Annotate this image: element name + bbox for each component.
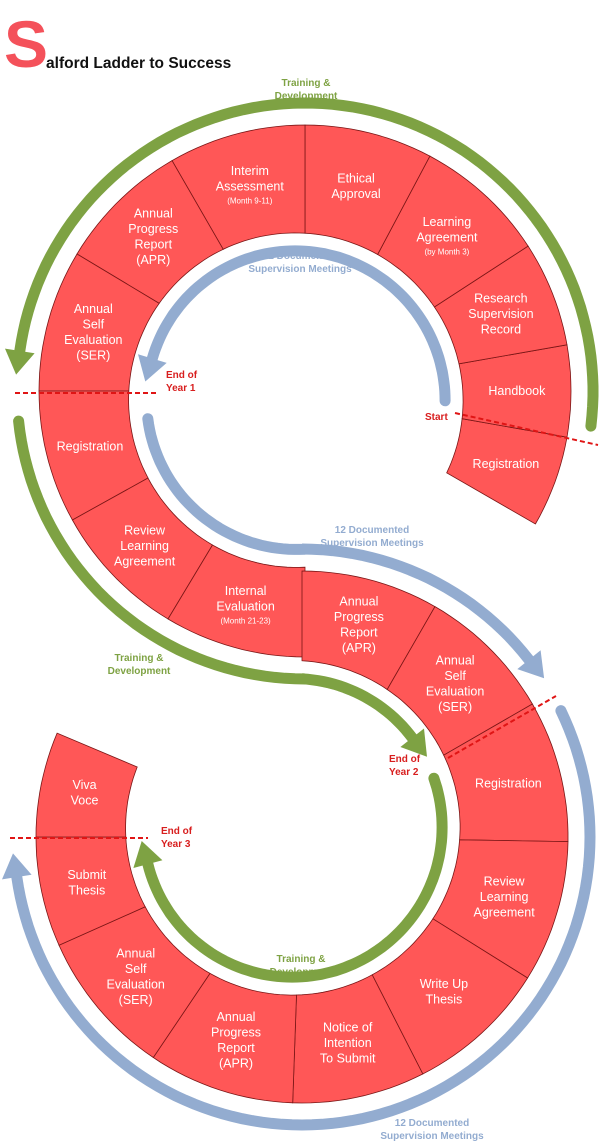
title-text: alford Ladder to Success: [46, 55, 232, 72]
arrowhead-icon: [2, 853, 32, 880]
arrowhead-icon: [517, 650, 545, 679]
stage-note: (Month 21-23): [220, 617, 271, 626]
supervision-arrow-3: [11, 705, 596, 1131]
training-arrow-3: [142, 772, 448, 983]
marker-lines: [10, 392, 599, 839]
supervision-arrow-1: [146, 245, 451, 407]
training-arrow-1: [14, 97, 599, 432]
training-label-1: Training &Development: [275, 78, 338, 102]
supervision-arrow-2: [142, 413, 535, 666]
cycle-arrows: [2, 97, 599, 1131]
training-label-3: Training &Development: [270, 954, 333, 978]
training-label-2: Training &Development: [108, 653, 171, 677]
start-label: Start: [425, 412, 448, 423]
stage-label: Handbook: [488, 384, 546, 398]
stage-label: Registration: [57, 440, 124, 454]
stage-note: (Month 9-11): [227, 197, 273, 206]
stage-note: (by Month 3): [424, 248, 469, 257]
stage-label: Registration: [475, 777, 542, 791]
training-arrow-2: [13, 415, 418, 744]
end-year-2-line: [447, 695, 557, 759]
title-initial: S: [4, 7, 48, 81]
stage-segment: [35, 732, 138, 838]
arrowhead-icon: [133, 841, 163, 868]
diagram-title: Salford Ladder to Success: [4, 11, 232, 77]
arrowhead-icon: [400, 728, 427, 757]
stage-label: Registration: [473, 457, 540, 471]
arrowhead-icon: [5, 348, 35, 375]
arrowhead-icon: [138, 354, 167, 382]
stage-segment: [167, 544, 306, 658]
start-line: [454, 412, 599, 446]
